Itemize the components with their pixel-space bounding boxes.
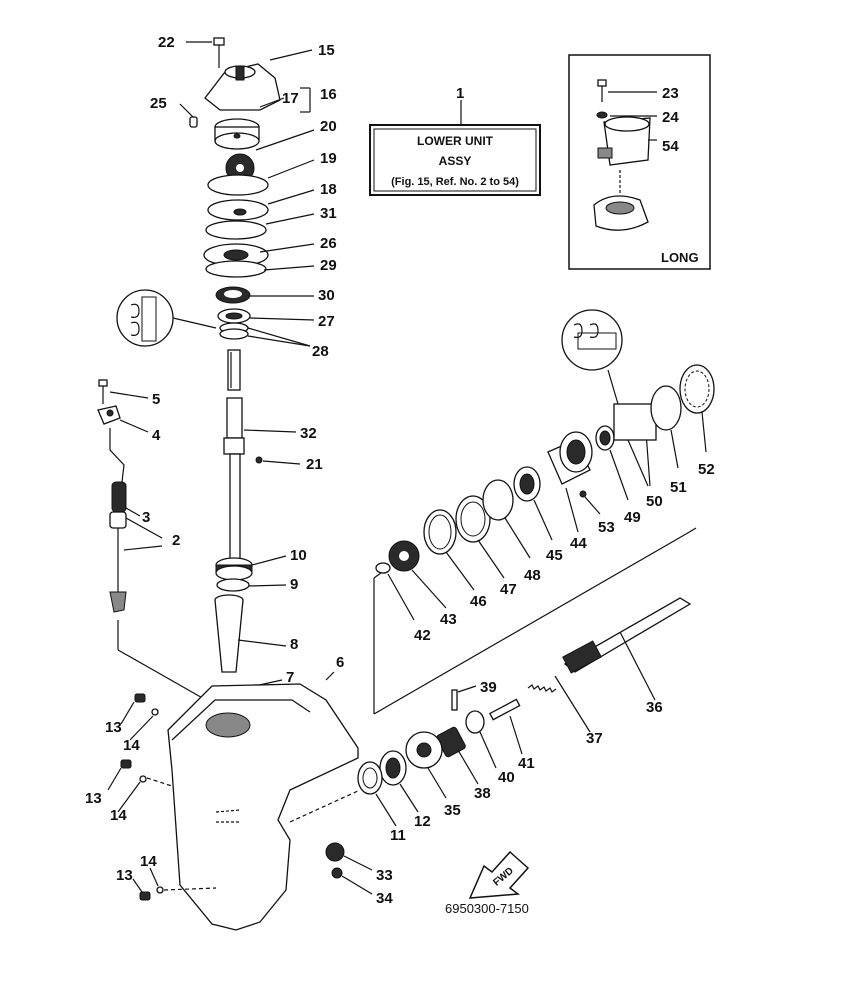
callout-20: 20 — [320, 118, 337, 135]
inset-label: LONG — [661, 250, 699, 265]
lower-casing: 6 13 14 13 14 13 14 33 34 — [85, 654, 393, 931]
callout-29: 29 — [320, 257, 337, 274]
callout-45: 45 — [546, 547, 563, 564]
callout-27: 27 — [318, 313, 335, 330]
callout-1: 1 — [456, 85, 464, 102]
callout-48: 48 — [524, 567, 541, 584]
callout-13c: 13 — [116, 867, 133, 884]
callout-2: 2 — [172, 532, 180, 549]
callout-12: 12 — [414, 813, 431, 830]
callout-13a: 13 — [105, 719, 122, 736]
callout-39: 39 — [480, 679, 497, 696]
callout-5: 5 — [152, 391, 160, 408]
callout-38: 38 — [474, 785, 491, 802]
callout-3: 3 — [142, 509, 150, 526]
callout-19: 19 — [320, 150, 337, 167]
callout-46: 46 — [470, 593, 487, 610]
callout-7: 7 — [286, 669, 294, 686]
propeller-shaft-assembly: 36 37 39 41 40 38 35 12 11 — [289, 527, 697, 844]
callout-42: 42 — [414, 627, 431, 644]
callout-26: 26 — [320, 235, 337, 252]
callout-51: 51 — [670, 479, 687, 496]
callout-4: 4 — [152, 427, 161, 444]
callout-15: 15 — [318, 42, 335, 59]
callout-28: 28 — [312, 343, 329, 360]
callout-22: 22 — [158, 34, 175, 51]
callout-36: 36 — [646, 699, 663, 716]
long-shaft-inset: LONG 23 24 54 — [568, 54, 711, 270]
callout-44: 44 — [570, 535, 587, 552]
title-line-1: LOWER UNIT — [417, 134, 494, 148]
shift-rod-assembly: 5 4 3 2 — [97, 379, 207, 701]
drawing-code: 6950300-7150 — [445, 901, 529, 916]
callout-24: 24 — [662, 109, 679, 126]
callout-54: 54 — [662, 138, 679, 155]
callout-37: 37 — [586, 730, 603, 747]
title-line-3: (Fig. 15, Ref. No. 2 to 54) — [391, 176, 519, 188]
callout-13b: 13 — [85, 790, 102, 807]
callout-33: 33 — [376, 867, 393, 884]
callout-16: 16 — [320, 86, 337, 103]
callout-32: 32 — [300, 425, 317, 442]
title-line-2: ASSY — [439, 154, 472, 168]
forward-direction-arrow: FWD — [468, 850, 530, 899]
callout-9: 9 — [290, 576, 298, 593]
callout-31: 31 — [320, 205, 337, 222]
drive-shaft-assembly: 32 21 10 9 8 7 — [214, 349, 323, 703]
callout-14a: 14 — [123, 737, 140, 754]
callout-6: 6 — [336, 654, 344, 671]
callout-10: 10 — [290, 547, 307, 564]
callout-41: 41 — [518, 755, 535, 772]
callout-47: 47 — [500, 581, 517, 598]
callout-21: 21 — [306, 456, 323, 473]
water-pump-assembly: 22 15 25 17 16 20 19 18 — [116, 34, 337, 360]
callout-50: 50 — [646, 493, 663, 510]
callout-35: 35 — [444, 802, 461, 819]
callout-23: 23 — [662, 85, 679, 102]
callout-34: 34 — [376, 890, 393, 907]
callout-49: 49 — [624, 509, 641, 526]
callout-18: 18 — [320, 181, 337, 198]
callout-17: 17 — [282, 90, 299, 107]
callout-25: 25 — [150, 95, 167, 112]
callout-43: 43 — [440, 611, 457, 628]
callout-40: 40 — [498, 769, 515, 786]
bearing-housing-assembly: 42 43 46 47 48 45 44 53 — [375, 309, 715, 644]
callout-14c: 14 — [140, 853, 157, 870]
callout-52: 52 — [698, 461, 715, 478]
callout-14b: 14 — [110, 807, 127, 824]
assembly-title-box: 1 LOWER UNIT ASSY (Fig. 15, Ref. No. 2 t… — [369, 85, 541, 196]
callout-53: 53 — [598, 519, 615, 536]
callout-8: 8 — [290, 636, 298, 653]
callout-30: 30 — [318, 287, 335, 304]
callout-11: 11 — [390, 827, 406, 844]
